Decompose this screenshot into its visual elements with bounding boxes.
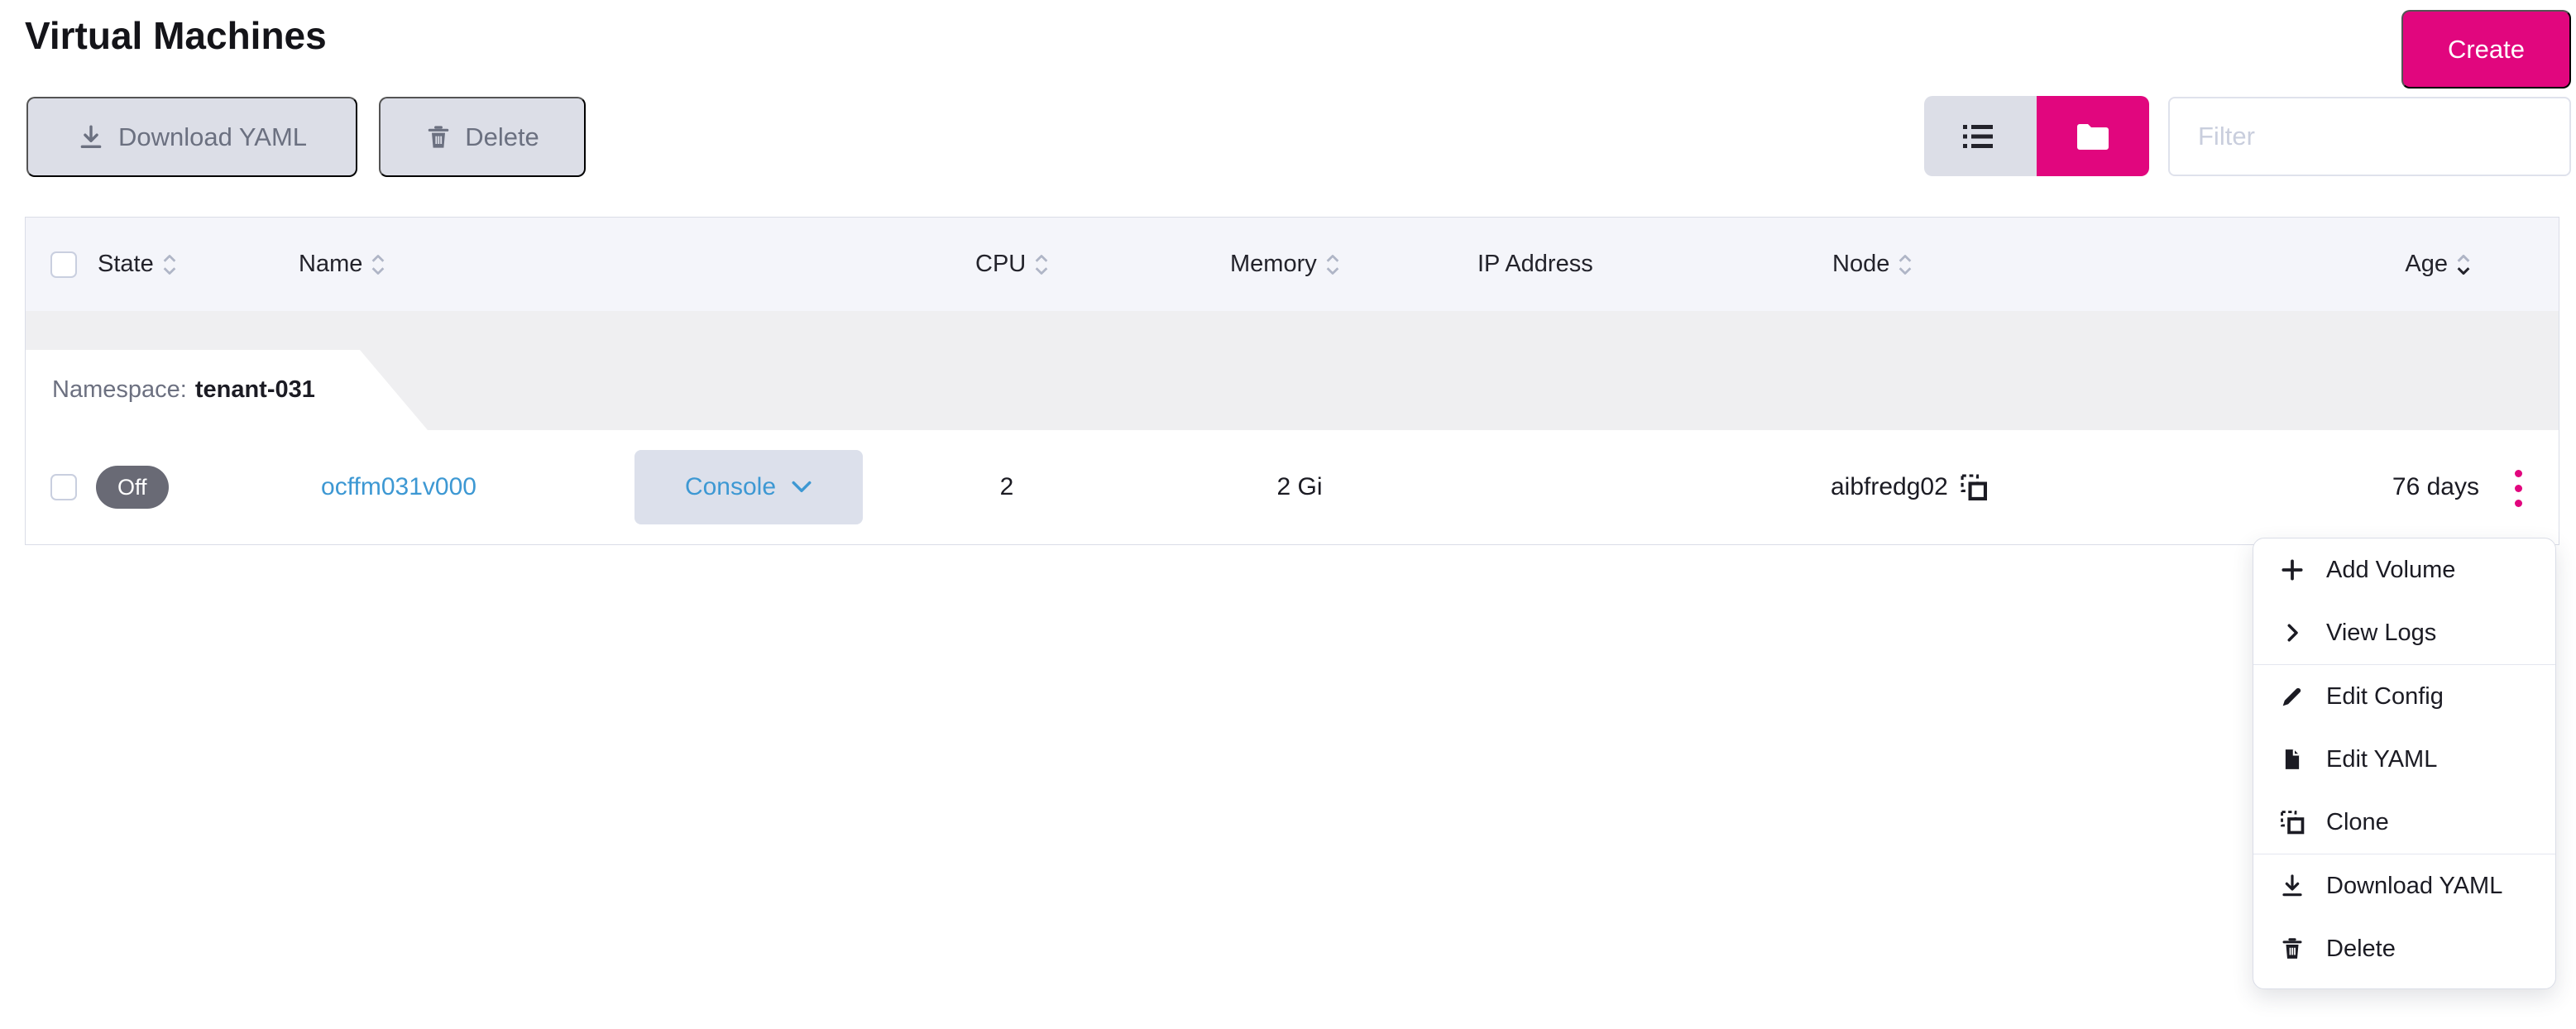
column-label: IP Address [1477, 251, 1593, 277]
menu-divider [2253, 664, 2555, 665]
age-value: 76 days [2392, 473, 2479, 500]
menu-item-label: Edit Config [2326, 682, 2444, 710]
plus-icon [2277, 554, 2308, 586]
menu-item-label: Download YAML [2326, 872, 2503, 899]
pencil-icon [2277, 681, 2308, 712]
download-yaml-button[interactable]: Download YAML [26, 97, 357, 177]
select-all-checkbox[interactable] [50, 251, 77, 278]
row-actions-kebab-button[interactable] [2500, 455, 2536, 521]
column-label: Age [2405, 251, 2448, 277]
list-view-icon [1961, 120, 1999, 153]
vm-table: State Name CPU [25, 217, 2559, 545]
row-actions-menu: Add Volume View Logs Edit Config [2253, 538, 2556, 989]
menu-item-edit-config[interactable]: Edit Config [2253, 665, 2555, 728]
cpu-value: 2 [999, 473, 1014, 500]
console-label: Console [684, 473, 777, 500]
menu-item-view-logs[interactable]: View Logs [2253, 601, 2555, 664]
delete-label: Delete [465, 122, 539, 151]
trash-icon [425, 123, 452, 151]
menu-item-delete[interactable]: Delete [2253, 917, 2555, 980]
menu-item-edit-yaml[interactable]: Edit YAML [2253, 728, 2555, 791]
page-title: Virtual Machines [25, 14, 327, 57]
grouped-view-button[interactable] [2037, 96, 2149, 176]
menu-item-label: Clone [2326, 808, 2389, 835]
sort-icon [1032, 250, 1051, 280]
namespace-value: tenant-031 [194, 376, 315, 403]
menu-item-clone[interactable]: Clone [2253, 791, 2555, 854]
column-header-cpu[interactable]: CPU [975, 218, 1051, 311]
filter-input[interactable] [2168, 97, 2571, 176]
menu-item-label: Edit YAML [2326, 745, 2438, 773]
row-checkbox[interactable] [50, 474, 77, 500]
node-value: aibfredg02 [1831, 473, 1948, 500]
column-header-name[interactable]: Name [299, 218, 387, 311]
create-button[interactable]: Create [2401, 10, 2571, 89]
kebab-dot [2514, 484, 2522, 492]
table-row: Off ocffm031v000 Console 2 2 Gi aibfredg… [26, 430, 2559, 544]
state-badge: Off [96, 466, 169, 509]
table-header: State Name CPU [26, 217, 2559, 311]
vm-name-link[interactable]: ocffm031v000 [321, 473, 476, 500]
trash-icon [2277, 933, 2308, 964]
sort-icon [160, 250, 179, 280]
sort-icon [1896, 250, 1914, 280]
column-header-state[interactable]: State [98, 218, 179, 311]
namespace-group-tab: Namespace: tenant-031 [26, 350, 428, 430]
delete-button[interactable]: Delete [379, 97, 586, 177]
column-label: Node [1832, 251, 1890, 277]
column-header-age[interactable]: Age [2405, 218, 2473, 311]
clone-icon [2277, 806, 2308, 838]
view-mode-toggle [1924, 96, 2149, 176]
copy-icon[interactable] [1958, 471, 1989, 503]
menu-item-label: Delete [2326, 935, 2396, 962]
node-cell: aibfredg02 [1831, 430, 1989, 544]
sort-icon [1324, 250, 1342, 280]
menu-item-label: Add Volume [2326, 556, 2456, 583]
column-label: Memory [1230, 251, 1317, 277]
column-header-node[interactable]: Node [1832, 218, 1914, 311]
menu-item-download-yaml[interactable]: Download YAML [2253, 854, 2555, 917]
sort-icon-active-desc [2454, 250, 2473, 280]
file-icon [2277, 744, 2308, 775]
namespace-label: Namespace: [52, 376, 187, 403]
menu-item-add-volume[interactable]: Add Volume [2253, 538, 2555, 601]
menu-item-label: View Logs [2326, 619, 2437, 646]
folder-icon [2075, 121, 2111, 152]
kebab-dot [2514, 469, 2522, 477]
column-label: CPU [975, 251, 1027, 277]
console-button[interactable]: Console [634, 450, 863, 524]
download-yaml-label: Download YAML [117, 122, 308, 151]
chevron-right-icon [2277, 617, 2308, 649]
chevron-down-icon [791, 481, 812, 494]
list-view-button[interactable] [1924, 96, 2037, 176]
sort-icon [369, 250, 387, 280]
column-label: Name [299, 251, 363, 277]
column-label: State [98, 251, 154, 277]
namespace-group-band: Namespace: tenant-031 [26, 311, 2559, 430]
download-icon [77, 123, 105, 151]
download-icon [2277, 870, 2308, 902]
kebab-dot [2514, 499, 2522, 507]
ip-address-value [1515, 430, 1614, 544]
column-header-ip-address: IP Address [1477, 218, 1593, 311]
column-header-memory[interactable]: Memory [1230, 218, 1342, 311]
memory-value: 2 Gi [1276, 473, 1323, 500]
